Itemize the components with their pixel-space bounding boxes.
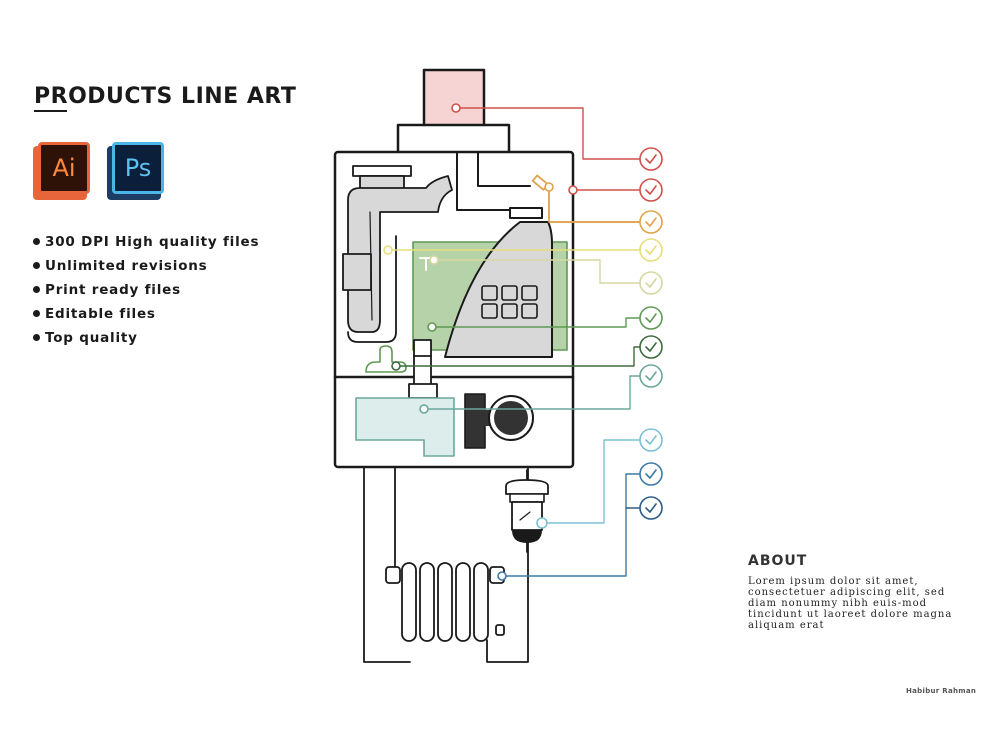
burner-grid	[481, 285, 538, 319]
air-duct	[342, 165, 453, 343]
title-underline	[34, 110, 67, 112]
check-circle-icon	[639, 238, 663, 262]
illustrator-icon: Ai	[33, 142, 92, 200]
check-circle-icons	[639, 147, 663, 520]
check-circle-icon	[639, 335, 663, 359]
photoshop-icon: Ps	[107, 142, 166, 200]
duct-neck	[359, 175, 405, 190]
illustrator-icon-label: Ai	[38, 142, 90, 194]
duct-cap	[352, 165, 412, 177]
combustion-chamber	[444, 221, 553, 358]
callout-line-drain	[395, 346, 641, 367]
burner-assembly	[444, 152, 553, 358]
check-circle-icon	[639, 428, 663, 452]
callout-line-exchanger	[431, 317, 641, 328]
burner-nozzle	[509, 207, 543, 219]
duct-clamp	[342, 253, 372, 291]
flue-cap	[422, 68, 486, 128]
check-circle-icon	[639, 364, 663, 388]
callout-line-filter	[541, 439, 641, 524]
callout-line-vessel	[423, 375, 641, 410]
callout-line-flue	[455, 107, 641, 160]
feature-item: Unlimited revisions	[33, 256, 259, 280]
flue-collar	[396, 123, 511, 155]
check-circle-icon	[639, 210, 663, 234]
check-circle-icon	[639, 178, 663, 202]
feature-item: Print ready files	[33, 280, 259, 304]
photoshop-icon-label: Ps	[112, 142, 164, 194]
callout-line-valve	[433, 259, 641, 284]
feature-item: Top quality	[33, 328, 259, 352]
check-circle-icon	[639, 462, 663, 486]
author-signature: Habibur Rahman	[906, 687, 977, 695]
callout-line-radiator	[501, 473, 641, 577]
about-title: ABOUT	[748, 553, 808, 569]
pump-assembly	[408, 339, 438, 399]
check-circle-icon	[639, 496, 663, 520]
callout-lines	[387, 107, 641, 577]
check-circle-icon	[639, 306, 663, 330]
feature-item: Editable files	[33, 304, 259, 328]
feature-item: 300 DPI High quality files	[33, 232, 259, 256]
about-text: Lorem ipsum dolor sit amet, consectetuer…	[748, 576, 953, 631]
check-circle-icon	[639, 147, 663, 171]
page-title: PRODUCTS LINE ART	[34, 84, 297, 109]
radiator	[385, 562, 505, 642]
callout-dots	[383, 103, 578, 581]
check-circle-icon	[639, 271, 663, 295]
feature-list: 300 DPI High quality files Unlimited rev…	[33, 232, 259, 352]
expansion-vessel	[355, 397, 455, 457]
magnetic-filter	[505, 479, 549, 553]
